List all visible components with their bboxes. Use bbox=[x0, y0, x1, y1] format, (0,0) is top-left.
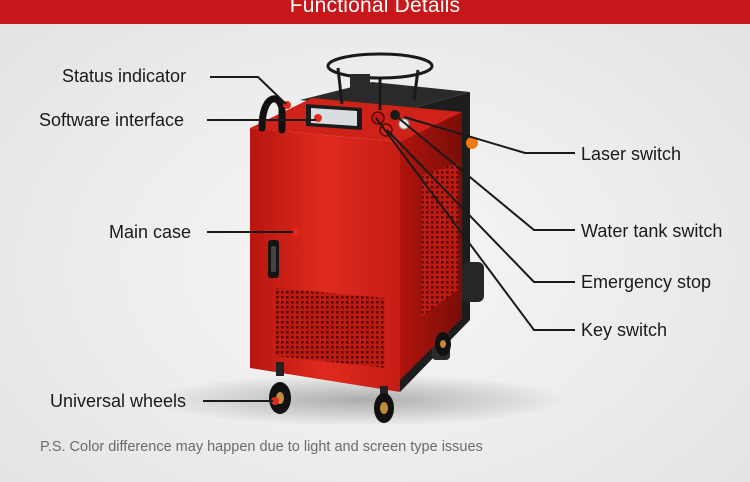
leader-laser-switch bbox=[403, 116, 575, 154]
front-case bbox=[250, 128, 400, 392]
label-laser-switch: Laser switch bbox=[581, 144, 682, 164]
leader-key-switch bbox=[375, 117, 575, 331]
footnote: P.S. Color difference may happen due to … bbox=[40, 439, 483, 455]
label-universal-wheels: Universal wheels bbox=[50, 391, 187, 411]
leader-lines bbox=[203, 76, 575, 402]
cable-holder bbox=[326, 52, 434, 110]
universal-wheels-group bbox=[269, 332, 451, 423]
floor-shadow bbox=[150, 374, 570, 426]
display-screen bbox=[311, 108, 357, 126]
laser-switch-knob bbox=[371, 111, 385, 125]
leader-status-indicator bbox=[210, 76, 287, 105]
label-emergency-stop: Emergency stop bbox=[581, 272, 712, 292]
carry-handle bbox=[258, 95, 286, 134]
label-software-interface: Software interface bbox=[39, 110, 185, 130]
header-banner: Functional Details bbox=[0, 0, 750, 24]
page-title: Functional Details bbox=[289, 0, 461, 17]
front-grill bbox=[276, 288, 385, 368]
side-grill bbox=[422, 163, 458, 316]
label-main-case: Main case bbox=[109, 222, 192, 242]
leader-water-tank-switch bbox=[395, 115, 575, 231]
orange-knob bbox=[466, 137, 478, 149]
label-status-indicator: Status indicator bbox=[62, 66, 187, 86]
label-water-tank-switch: Water tank switch bbox=[581, 221, 723, 241]
label-key-switch: Key switch bbox=[581, 320, 668, 340]
leader-emergency-stop bbox=[386, 129, 575, 283]
